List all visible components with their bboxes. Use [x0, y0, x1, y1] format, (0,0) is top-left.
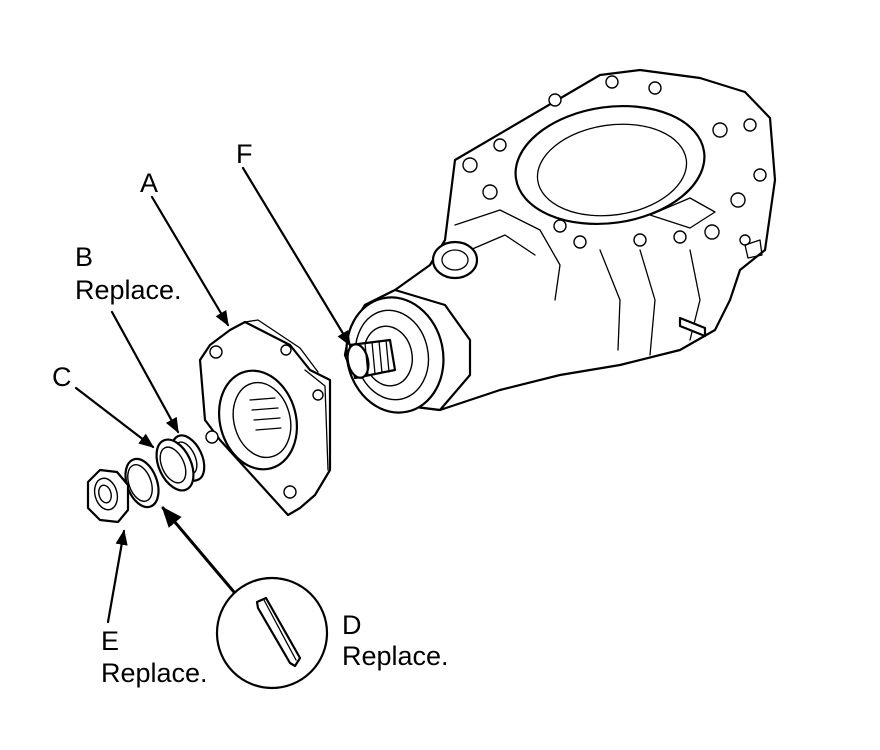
leader-lines — [74, 166, 352, 624]
callout-a-letter: A — [140, 168, 159, 198]
callout-e-letter: E — [101, 626, 120, 656]
callout-e-note: Replace. — [101, 658, 208, 688]
part-d-seal — [124, 457, 160, 509]
part-e-nut — [86, 468, 130, 524]
callout-c-letter: C — [52, 362, 72, 392]
callout-b-note: Replace. — [75, 275, 182, 305]
part-c-ring — [155, 438, 195, 492]
seal-section-detail — [215, 576, 329, 690]
output-shaft — [346, 338, 397, 380]
callout-d-letter: D — [342, 610, 362, 640]
part-a-retainer — [198, 319, 332, 517]
callout-d-note: Replace. — [342, 641, 449, 671]
callout-f-letter: F — [236, 139, 253, 169]
callout-b-letter: B — [75, 242, 94, 272]
main-housing — [343, 68, 777, 414]
flange-bolt-holes — [462, 75, 767, 249]
